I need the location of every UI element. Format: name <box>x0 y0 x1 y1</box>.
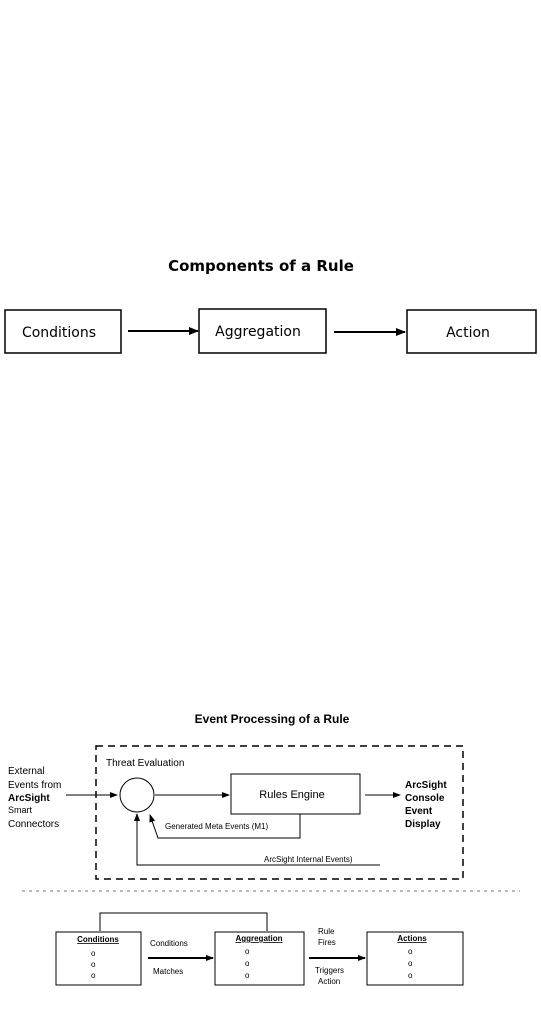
meta-events-loop <box>149 814 301 839</box>
console-line: ArcSight <box>405 780 447 791</box>
aggregation-box <box>198 308 327 354</box>
external-events-line: Smart <box>8 805 33 815</box>
conditions-box <box>4 309 122 354</box>
aggregation-stage-box <box>214 931 305 986</box>
diagram2-title: Event Processing of a Rule <box>195 712 350 726</box>
external-events-line: Connectors <box>8 819 59 830</box>
actions-stage-box <box>366 931 464 986</box>
bullet: o <box>245 971 250 980</box>
rule-fires-label: Rule <box>318 927 335 936</box>
actions-stage-label: Actions <box>397 934 427 943</box>
rule-fires-label: Fires <box>318 938 336 947</box>
generated-meta-events-label: Generated Meta Events (M1) <box>165 822 268 831</box>
conditions-arrow-label: Conditions <box>150 939 188 948</box>
aggregation-label: Aggregation <box>215 324 301 340</box>
conditions-label: Conditions <box>22 325 96 341</box>
action-label: Action <box>446 325 490 341</box>
bullet: o <box>91 949 96 958</box>
diagram1-title: Components of a Rule <box>168 257 354 275</box>
rules-engine-label: Rules Engine <box>259 789 324 801</box>
console-line: Event <box>405 806 433 817</box>
external-events-line: External <box>8 766 45 777</box>
triggers-action-label: Action <box>318 977 340 986</box>
threat-evaluation-box <box>95 745 464 880</box>
action-box <box>406 309 537 354</box>
bullet: o <box>408 947 413 956</box>
external-events-label: External Events from ArcSight Smart Conn… <box>8 766 61 830</box>
bullet: o <box>408 959 413 968</box>
console-line: Console <box>405 793 445 804</box>
internal-events-loop <box>134 813 380 866</box>
matches-arrow-label: Matches <box>153 967 183 976</box>
internal-events-label: ArcSight Internal Events) <box>264 855 353 864</box>
bullet: o <box>245 947 250 956</box>
conditions-aggregation-bracket <box>99 912 268 931</box>
conditions-stage-box <box>55 931 142 986</box>
event-input-circle <box>119 777 155 813</box>
bullet: o <box>245 959 250 968</box>
rules-engine-box <box>230 773 361 815</box>
console-display-label: ArcSight Console Event Display <box>405 780 447 830</box>
threat-evaluation-label: Threat Evaluation <box>106 758 184 769</box>
aggregation-stage-label: Aggregation <box>235 934 282 943</box>
bullet: o <box>408 971 413 980</box>
conditions-stage-label: Conditions <box>77 935 119 944</box>
bullet: o <box>91 960 96 969</box>
external-events-line: ArcSight <box>8 793 50 804</box>
external-events-line: Events from <box>8 780 61 791</box>
console-line: Display <box>405 819 441 830</box>
triggers-action-label: Triggers <box>315 966 344 975</box>
bullet: o <box>91 971 96 980</box>
